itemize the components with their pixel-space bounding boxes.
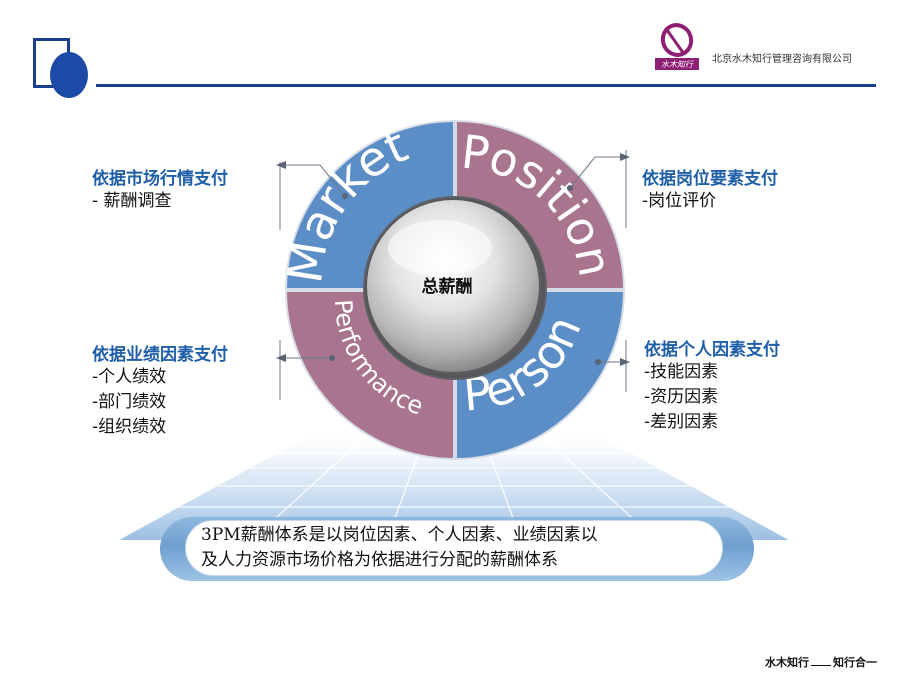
label-performance-item: -个人绩效 — [92, 367, 167, 387]
label-market: 依据市场行情支付 - 薪酬调查 — [92, 164, 228, 214]
label-market-item: - 薪酬调查 — [92, 191, 172, 211]
footer-slogan: 水木知行 知行合一 — [765, 654, 877, 670]
caption-inner — [185, 520, 723, 576]
footer-right: 知行合一 — [833, 656, 877, 669]
label-performance: 依据业绩因素支付 -个人绩效 -部门绩效 -组织绩效 — [92, 340, 228, 440]
label-position: 依据岗位要素支付 -岗位评价 — [642, 164, 778, 214]
caption-line-2: 及人力资源市场价格为依据进行分配的薪酬体系 — [201, 550, 558, 570]
label-performance-item: -组织绩效 — [92, 417, 167, 437]
label-market-title: 依据市场行情支付 — [92, 169, 228, 189]
label-person-item: -资历因素 — [644, 387, 719, 407]
center-label: 总薪酬 — [422, 276, 473, 297]
logo-text: 水木知行 — [661, 60, 694, 69]
label-performance-item: -部门绩效 — [92, 392, 167, 412]
header-rule — [96, 84, 876, 87]
caption-line-1: 3PM薪酬体系是以岗位因素、个人因素、业绩因素以 — [201, 525, 598, 545]
footer-underline — [811, 657, 831, 666]
grid-platform — [117, 429, 791, 541]
label-person-item: -技能因素 — [644, 362, 719, 382]
label-person: 依据个人因素支付 -技能因素 -资历因素 -差别因素 — [644, 335, 780, 435]
callout-connectors — [279, 150, 627, 400]
company-logo: 水木知行 — [652, 20, 702, 72]
label-person-item: -差别因素 — [644, 412, 719, 432]
company-name: 北京水木知行管理咨询有限公司 — [712, 54, 852, 65]
footer-left: 水木知行 — [765, 656, 809, 669]
label-position-item: -岗位评价 — [642, 191, 717, 211]
corner-circle-decoration — [50, 52, 88, 98]
caption-text: 3PM薪酬体系是以岗位因素、个人因素、业绩因素以 及人力资源市场价格为依据进行分… — [201, 523, 721, 573]
label-performance-title: 依据业绩因素支付 — [92, 345, 228, 365]
callout-dots — [276, 153, 630, 366]
label-position-title: 依据岗位要素支付 — [642, 169, 778, 189]
label-person-title: 依据个人因素支付 — [644, 340, 780, 360]
